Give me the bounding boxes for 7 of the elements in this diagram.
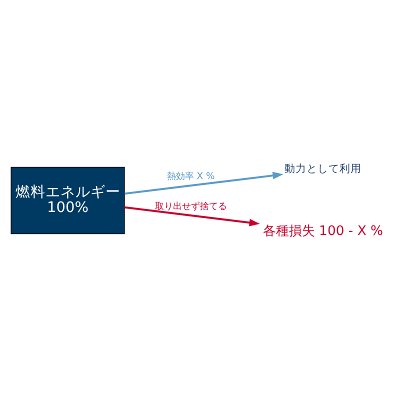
node-box: 燃料エネルギー 100% [10, 166, 125, 234]
edge-label: 取り出せず捨てる [154, 200, 227, 212]
edge-label: 熱効率 X % [166, 170, 215, 182]
node-text: 動力として利用 [284, 162, 362, 175]
node-text: 各種損失 100 - X % [262, 223, 384, 238]
arrow [124, 206, 260, 226]
arrow [124, 171, 284, 194]
